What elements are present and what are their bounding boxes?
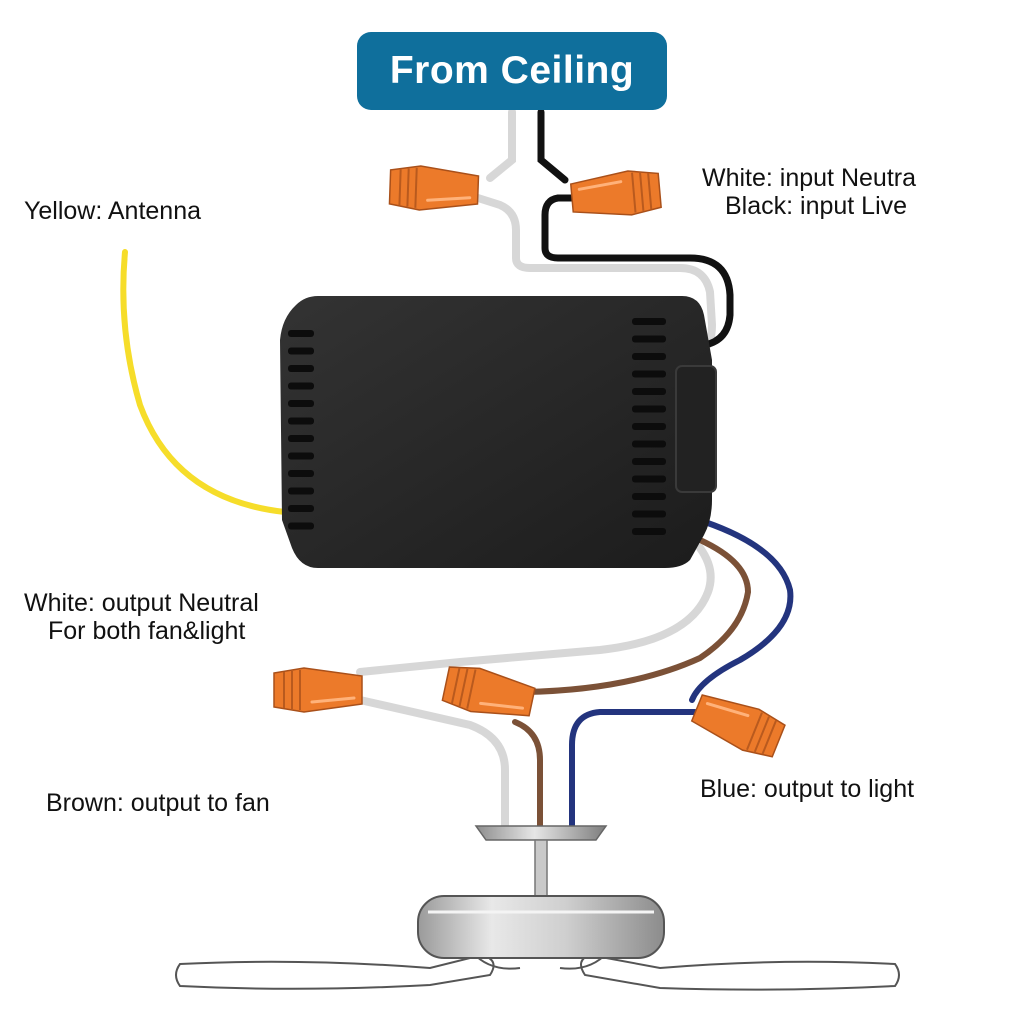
from-ceiling-header: From Ceiling [357, 32, 667, 110]
input-white-wire-lower [474, 194, 717, 354]
antenna-yellow-wire [120, 249, 288, 515]
vent-slot [632, 353, 666, 360]
wire-nut-output-light [687, 686, 789, 763]
vent-slot [288, 347, 314, 355]
vent-slot [632, 510, 666, 518]
vent-slot [632, 370, 666, 378]
vent-slot [288, 435, 314, 442]
wire-nut-output-fan [439, 660, 539, 726]
receiver-module [280, 296, 717, 568]
vent-slot [632, 440, 666, 448]
label-input-live: Black: input Live [725, 192, 908, 220]
label-antenna: Yellow: Antenna [24, 197, 202, 225]
vent-slot [632, 458, 666, 465]
output-brown-wire [522, 537, 752, 695]
wire-nut-input-neutral [387, 163, 481, 214]
vent-slot [632, 335, 666, 343]
label-output-neutral-note: For both fan&light [48, 617, 246, 645]
vent-slot [288, 400, 314, 407]
output-blue-wire [689, 519, 794, 703]
vent-slot [632, 423, 666, 430]
vent-slot [632, 318, 666, 325]
vent-slot [632, 528, 666, 535]
fan-white-wire [356, 696, 509, 834]
vent-slot [288, 452, 314, 460]
vent-slot [632, 388, 666, 395]
vent-slot [288, 470, 314, 477]
input-black-wire [537, 108, 569, 184]
label-input-neutral: White: input Neutra [702, 164, 916, 192]
vent-slot [288, 417, 314, 425]
label-output-neutral: White: output Neutral [24, 589, 259, 617]
vent-slot [288, 487, 314, 495]
vent-slot [288, 365, 314, 372]
fan-brown-wire [512, 719, 543, 833]
fan-blue-wire [569, 709, 698, 833]
vent-slot [632, 405, 666, 413]
vent-slot [288, 505, 314, 512]
output-white-wire [356, 544, 715, 676]
wire-nut-input-live [568, 166, 664, 222]
ceiling-fan [175, 825, 900, 991]
label-output-light: Blue: output to light [700, 775, 915, 803]
label-output-fan: Brown: output to fan [46, 789, 270, 817]
vent-slot [632, 475, 666, 483]
vent-slot [288, 522, 314, 530]
wire-nut-output-neutral [272, 666, 364, 714]
input-black-wire-lower [541, 194, 734, 349]
vent-slot [632, 493, 666, 500]
vent-slot [288, 382, 314, 390]
input-white-wire [486, 108, 516, 182]
vent-slot [288, 330, 314, 337]
